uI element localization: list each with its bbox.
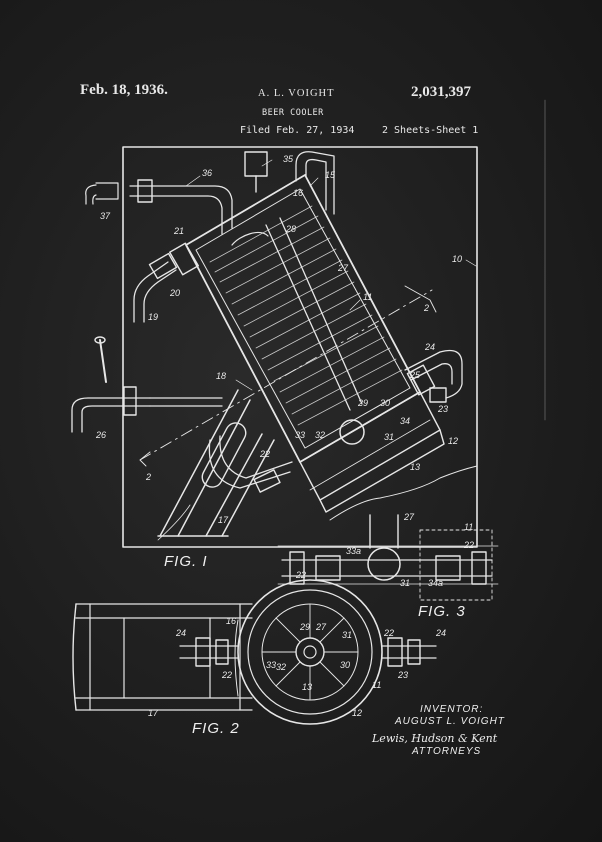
ref-f2-23: 23	[397, 670, 408, 680]
ref-f2-22-right: 22	[383, 628, 394, 638]
ref-f2-27: 27	[315, 622, 327, 632]
ref-32: 32	[315, 430, 325, 440]
fig1-drawing	[71, 99, 546, 548]
ref-f3-34a: 34a	[428, 578, 443, 588]
ref-10: 10	[452, 254, 462, 264]
reference-numerals: 35 36 37 16 15 21 28 27 20 19 10 11 2 18…	[95, 154, 474, 718]
ref-f3-11: 11	[464, 522, 473, 532]
ref-f3-31: 31	[400, 578, 410, 588]
ref-36: 36	[202, 168, 212, 178]
fig3-drawing	[277, 514, 499, 601]
ref-f2-29: 29	[299, 622, 310, 632]
ref-f2-11: 11	[372, 680, 381, 690]
ref-12: 12	[448, 436, 458, 446]
patent-title: BEER COOLER	[262, 108, 324, 118]
ref-f2-17: 17	[148, 708, 159, 718]
fig2-drawing	[72, 579, 437, 725]
fig3-label: FIG. 3	[418, 603, 466, 620]
ref-20: 20	[169, 288, 180, 298]
ref-f2-31: 31	[342, 630, 352, 640]
ref-f2-24: 24	[175, 628, 186, 638]
ref-37: 37	[100, 211, 111, 221]
ref-f2-32: 32	[276, 662, 286, 672]
ref-f2-16: 16	[226, 616, 236, 626]
inventor-heading: A. L. VOIGHT	[258, 88, 335, 99]
ref-27-top: 27	[337, 263, 349, 273]
ref-26: 26	[95, 430, 106, 440]
fig2-label: FIG. 2	[192, 720, 240, 737]
inventor-name: AUGUST L. VOIGHT	[395, 716, 505, 727]
ref-28: 28	[285, 224, 296, 234]
ref-16: 16	[293, 188, 303, 198]
attorney-firm: Lewis, Hudson & Kent	[372, 732, 498, 745]
ref-18: 18	[216, 371, 226, 381]
ref-2-left: 2	[145, 472, 151, 482]
ref-33: 33	[295, 430, 305, 440]
ref-19: 19	[148, 312, 158, 322]
ref-25: 25	[409, 370, 421, 380]
ref-f2-24-right: 24	[435, 628, 446, 638]
ref-35: 35	[283, 154, 294, 164]
ref-11: 11	[363, 292, 372, 302]
ref-30: 30	[380, 398, 390, 408]
sheet-count: 2 Sheets-Sheet 1	[382, 125, 479, 136]
ref-31: 31	[384, 432, 394, 442]
ref-2-right: 2	[423, 303, 429, 313]
ref-f2-12: 12	[352, 708, 362, 718]
patent-number: 2,031,397	[411, 84, 471, 100]
ref-15: 15	[325, 170, 336, 180]
ref-29: 29	[357, 398, 368, 408]
ref-f2-30: 30	[340, 660, 350, 670]
ref-f3-22-left: 22	[295, 570, 306, 580]
fig1-label: FIG. I	[164, 553, 208, 570]
ref-22: 22	[259, 449, 270, 459]
ref-f2-13: 13	[302, 682, 312, 692]
filed-date: Filed Feb. 27, 1934	[240, 125, 355, 136]
ref-f3-33a: 33a	[346, 546, 361, 556]
ref-34: 34	[400, 416, 410, 426]
attorneys-label: ATTORNEYS	[412, 746, 482, 757]
ref-f2-22-left: 22	[221, 670, 232, 680]
ref-17: 17	[218, 515, 229, 525]
ref-f2-33: 33	[266, 660, 276, 670]
ref-f3-27: 27	[403, 512, 415, 522]
inventor-label: INVENTOR:	[420, 704, 484, 715]
ref-24: 24	[424, 342, 435, 352]
ref-13: 13	[410, 462, 420, 472]
ref-23: 23	[437, 404, 448, 414]
ref-f3-22: 22	[463, 540, 474, 550]
ref-21: 21	[173, 226, 184, 236]
patent-date: Feb. 18, 1936.	[80, 82, 168, 98]
